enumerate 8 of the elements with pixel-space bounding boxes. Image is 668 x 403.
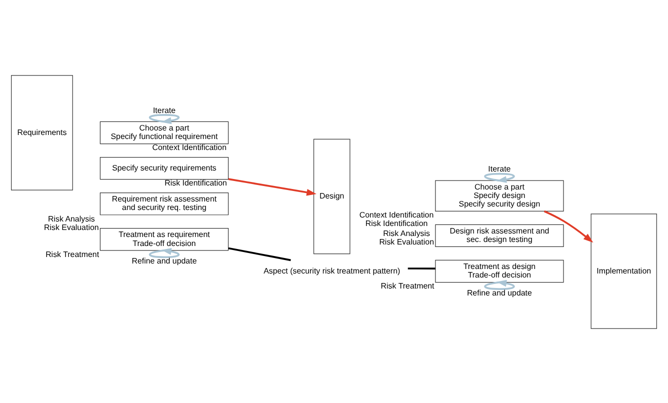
arrow [149, 248, 180, 258]
connector [408, 267, 436, 269]
arrow [228, 178, 316, 196]
arrow [149, 114, 180, 124]
arrow [544, 210, 594, 242]
arrow [484, 279, 515, 290]
connector [228, 246, 291, 261]
arrow [484, 172, 515, 182]
